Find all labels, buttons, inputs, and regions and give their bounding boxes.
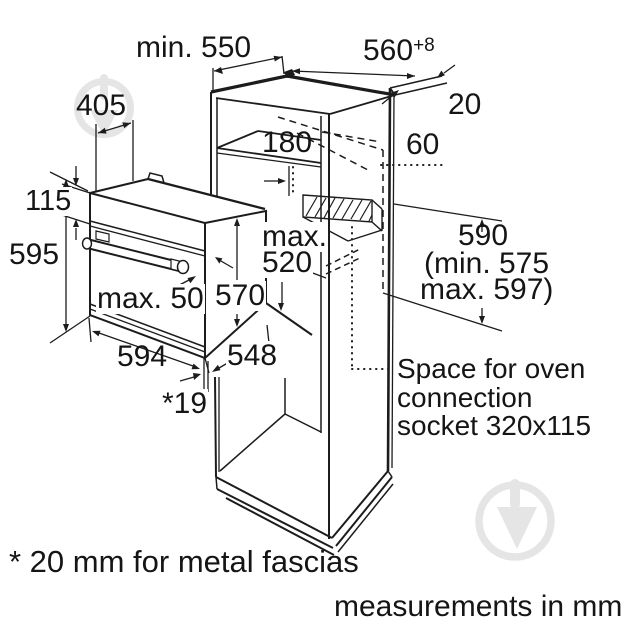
reference-dotted-lines [292,164,444,370]
dim-niche-height: 590 [458,219,509,252]
dim-rear-clearance: 60 [406,128,440,161]
dim-niche-width: 560+8 [363,34,435,67]
dim-upper-compartment: 180 [262,126,313,159]
watermark-logo-bottom-right [475,479,555,561]
socket-note-line2: connection [397,382,533,413]
dim-front-recess: max. 50 [96,282,205,315]
dim-casing-depth-prefix: max. [261,220,329,253]
control-panel-display [95,230,110,243]
dim-control-panel-height: 115 [24,185,73,217]
dim-oven-height: 595 [9,238,60,271]
dim-casing-width: 548 [226,339,279,372]
socket-note-line3: socket 320x115 [397,410,592,441]
dim-niche-height-min: (min. 575 [424,247,550,280]
vent-cutout-hatched [302,194,383,242]
dim-oven-width: 594 [117,340,168,373]
cabinet-housing [203,69,448,556]
dim-oven-top-depth: 405 [76,89,127,122]
fascia-footnote: * 20 mm for metal fascias [9,544,359,579]
door-handle [81,237,190,275]
dim-niche-height-max: max. 597) [420,273,554,306]
units-note: measurements in mm [334,590,623,623]
socket-note-line1: Space for oven [397,353,586,384]
dim-fascia-thickness: *19 [161,387,209,420]
dim-niche-width-tolerance: +8 [413,35,435,56]
dim-fascia-gap: 20 [448,88,482,121]
watermark-logo-top-left [74,74,134,138]
dim-top-depth: min. 550 [136,31,252,64]
dim-casing-height: 570 [214,279,267,312]
dim-casing-depth: 520 [261,246,314,279]
oven-unit [81,172,267,361]
